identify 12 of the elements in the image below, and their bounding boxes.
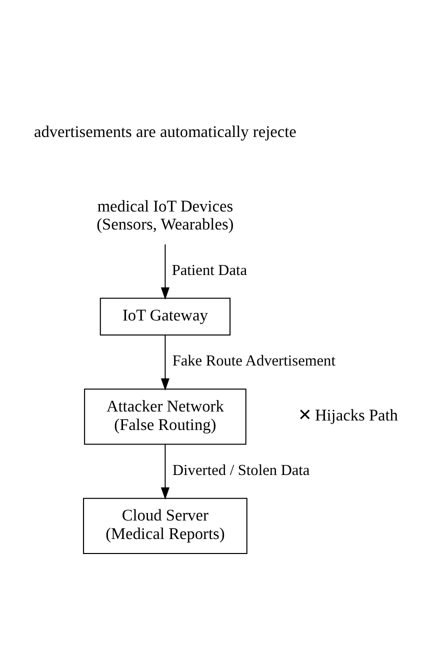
node-label: ✕ Hijacks Path [297,406,398,425]
arrow [160,444,169,500]
edge-label: Patient Data [171,262,247,279]
edge-label: Fake Route Advertisement [172,352,335,370]
node-box: Attacker Network (False Routing) [84,388,246,445]
arrow [160,335,169,391]
arrow [160,244,169,300]
node-text: medical IoT Devices (Sensors, Wearables) [96,196,234,234]
node-box: Cloud Server (Medical Reports) [82,498,247,554]
label: advertisements are automatically rejecte [33,122,296,141]
edge-label: Diverted / Stolen Data [172,462,310,479]
node-box: IoT Gateway [99,298,230,336]
